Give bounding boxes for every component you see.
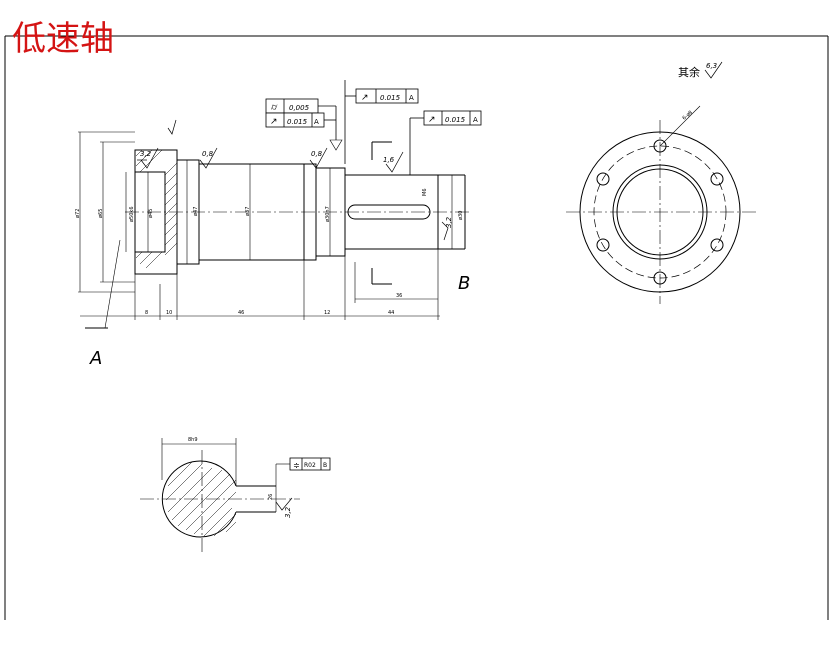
gdt-runout2-tol: 0.015 xyxy=(380,94,401,102)
flange-hatch xyxy=(135,149,178,269)
roughness-symbols xyxy=(137,119,449,511)
gdt-runout3-datum: A xyxy=(473,116,478,124)
gdt-runout1-tol: 0.015 xyxy=(287,118,308,126)
dim-m6: M6 xyxy=(422,189,428,197)
dim-d30n7: ø30n7 xyxy=(325,206,331,222)
length-dims xyxy=(80,249,440,320)
dim-d50k6: ø50k6 xyxy=(129,207,135,223)
bolt-hole xyxy=(596,172,610,186)
dim-keyway-len: 36 xyxy=(396,293,402,299)
remaining-roughness-note: 其余 6,3 xyxy=(678,61,723,79)
datum-b-label: B xyxy=(458,273,470,294)
dim-d30: ø30 xyxy=(458,211,464,220)
keyway-section-view xyxy=(140,438,300,552)
dim-section-depth: 26 xyxy=(268,494,274,500)
gdt-runout2-icon: ↗ xyxy=(361,93,369,103)
dim-l3: 46 xyxy=(238,310,244,316)
dim-section-width: 8h9 xyxy=(188,437,198,443)
dim-d47: ø47 xyxy=(193,207,199,216)
gdt-runout3-frame xyxy=(409,110,482,175)
drawing-sheet: 低速轴 xyxy=(4,19,829,620)
ra-flange-face: 3,2 xyxy=(140,150,152,158)
gdt-arrow-1 xyxy=(329,139,343,151)
dim-l5: 44 xyxy=(388,310,394,316)
shaft-front-view xyxy=(78,131,470,293)
gdt-symmetry-datum: B xyxy=(323,462,327,469)
dim-hole-pcd: 6-ø8 xyxy=(681,110,693,122)
sheet-frame xyxy=(4,35,829,620)
section-marker xyxy=(371,141,392,160)
diameter-labels: ø72 ø65 ø50k6 ø45 ø47 ø37 ø30n7 ø30 M6 xyxy=(75,189,464,223)
bolt-hole xyxy=(653,139,667,153)
ra-end-face: 3,2 xyxy=(445,216,453,228)
remaining-value: 6,3 xyxy=(706,62,717,70)
gdt-runout2-datum: A xyxy=(409,94,414,102)
bolt-hole xyxy=(710,172,724,186)
bolt-hole xyxy=(653,271,667,285)
gdt-symmetry-icon: ≑ xyxy=(293,461,300,470)
gdt-symmetry-tol: R02 xyxy=(304,462,316,469)
remaining-label: 其余 xyxy=(678,65,700,79)
gdt-runout3-tol: 0.015 xyxy=(445,116,466,124)
datum-a-label: A xyxy=(89,348,102,369)
dim-d45: ø45 xyxy=(148,209,154,218)
gdt-symmetry-frame xyxy=(289,457,331,471)
gdt-cylindricity-tol: 0,005 xyxy=(289,104,310,112)
ra-keyway-side: 1,6 xyxy=(383,156,395,164)
shaft-end xyxy=(344,174,439,250)
gdt-cylindricity-icon: ⌭ xyxy=(271,103,278,113)
gdt-runout3-icon: ↗ xyxy=(428,115,436,125)
ra-shoulder: 0,8 xyxy=(202,150,214,158)
diameter-dims xyxy=(79,132,453,292)
gdt-runout1-icon: ↗ xyxy=(270,117,278,127)
ra-journal: 0,8 xyxy=(311,150,323,158)
gdt-cylindricity-frame xyxy=(265,98,337,140)
gdt-runout1-datum: A xyxy=(314,118,319,126)
keyway-slot xyxy=(347,204,431,220)
length-labels: 8 10 46 12 44 36 xyxy=(145,293,402,316)
roughness-values: 3,2 0,8 0,8 1,6 3,2 3,2 xyxy=(140,150,453,518)
ra-section-key: 3,2 xyxy=(284,506,292,518)
bolt-hole xyxy=(596,238,610,252)
datum-a: A xyxy=(85,239,121,369)
drawing-title: 低速轴 xyxy=(12,19,114,59)
dim-l1: 8 xyxy=(145,310,148,316)
dim-d65: ø65 xyxy=(98,209,104,218)
flange-bore xyxy=(134,171,166,253)
dim-d37: ø37 xyxy=(245,207,251,216)
bolt-hole xyxy=(710,238,724,252)
flange-end-view xyxy=(566,105,756,304)
dim-d72: ø72 xyxy=(75,209,81,218)
dim-l2: 10 xyxy=(166,310,172,316)
dim-l4: 12 xyxy=(324,310,330,316)
datum-b: B xyxy=(371,268,470,294)
section-hatch xyxy=(165,461,237,537)
gdt-runout2-frame xyxy=(344,80,419,164)
